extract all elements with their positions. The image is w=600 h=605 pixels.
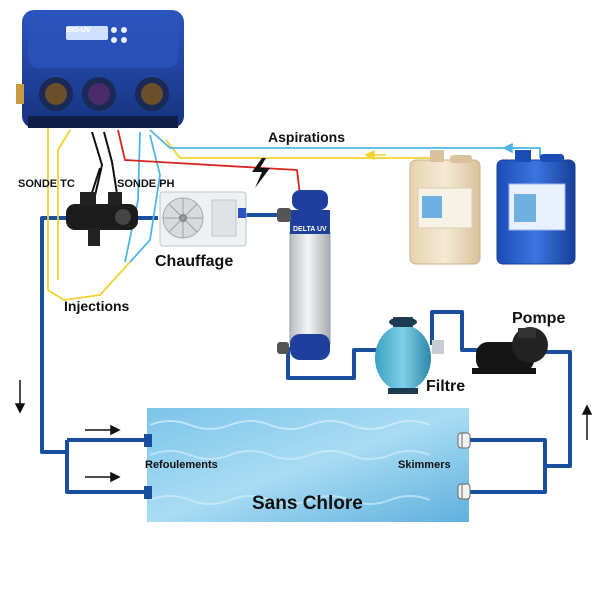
label-sonde-ph: SONDE PH	[117, 178, 175, 190]
controller-unit	[16, 10, 184, 128]
arrow-down-icon	[14, 380, 26, 414]
lightblue-aspiration-line	[149, 129, 541, 158]
lightning-icon	[252, 158, 270, 188]
arrow-right-icon	[85, 424, 121, 436]
flow-arrows	[14, 142, 593, 483]
return-pipe-lower	[65, 440, 147, 494]
uv-device-label: DELTA UV	[293, 226, 327, 233]
label-filtre: Filtre	[426, 378, 466, 395]
heat-pump	[159, 191, 247, 247]
pump-to-filter	[430, 310, 500, 352]
chemical-can-cream	[409, 150, 481, 265]
label-pompe: Pompe	[512, 310, 566, 327]
skimmer-pipe	[469, 438, 547, 494]
arrow-left-icon	[502, 142, 522, 154]
label-injections: Injections	[64, 298, 130, 314]
skimmer-port-lower	[457, 483, 471, 500]
return-pipe-left	[40, 216, 70, 454]
label-chauffage: Chauffage	[155, 253, 234, 270]
sand-filter	[375, 317, 444, 394]
pump	[472, 327, 548, 374]
label-sans-chlore: Sans Chlore	[252, 493, 363, 514]
chemical-lines	[47, 128, 541, 301]
yellow-injection-line	[47, 128, 131, 301]
skimmer-riser	[540, 350, 572, 468]
label-aspirations: Aspirations	[268, 129, 346, 145]
pool	[147, 408, 469, 522]
probe-holder	[66, 192, 138, 246]
arrow-up-icon	[581, 404, 593, 440]
uv-sterilizer	[277, 190, 331, 360]
main-pipe-circuit	[40, 213, 572, 494]
peristaltic-pump-1	[39, 77, 73, 111]
return-nozzle-upper	[144, 434, 152, 447]
peristaltic-pump-2	[82, 77, 116, 111]
arrow-right-icon	[85, 471, 121, 483]
peristaltic-pump-3	[135, 77, 169, 111]
red-power-line	[117, 129, 301, 196]
chemical-can-blue	[496, 150, 576, 265]
yellow-aspiration-line	[165, 139, 438, 159]
controller-display	[66, 26, 108, 40]
return-nozzle-lower	[144, 486, 152, 499]
skimmer-port-upper	[457, 432, 471, 449]
arrow-left-icon	[364, 149, 386, 161]
label-skimmers: Skimmers	[398, 459, 451, 471]
label-sonde-tc: SONDE TC	[18, 178, 75, 190]
filter-to-uv	[286, 347, 386, 380]
controller-brand: BIO-UV	[66, 27, 91, 34]
label-refoulements: Refoulements	[145, 459, 218, 471]
